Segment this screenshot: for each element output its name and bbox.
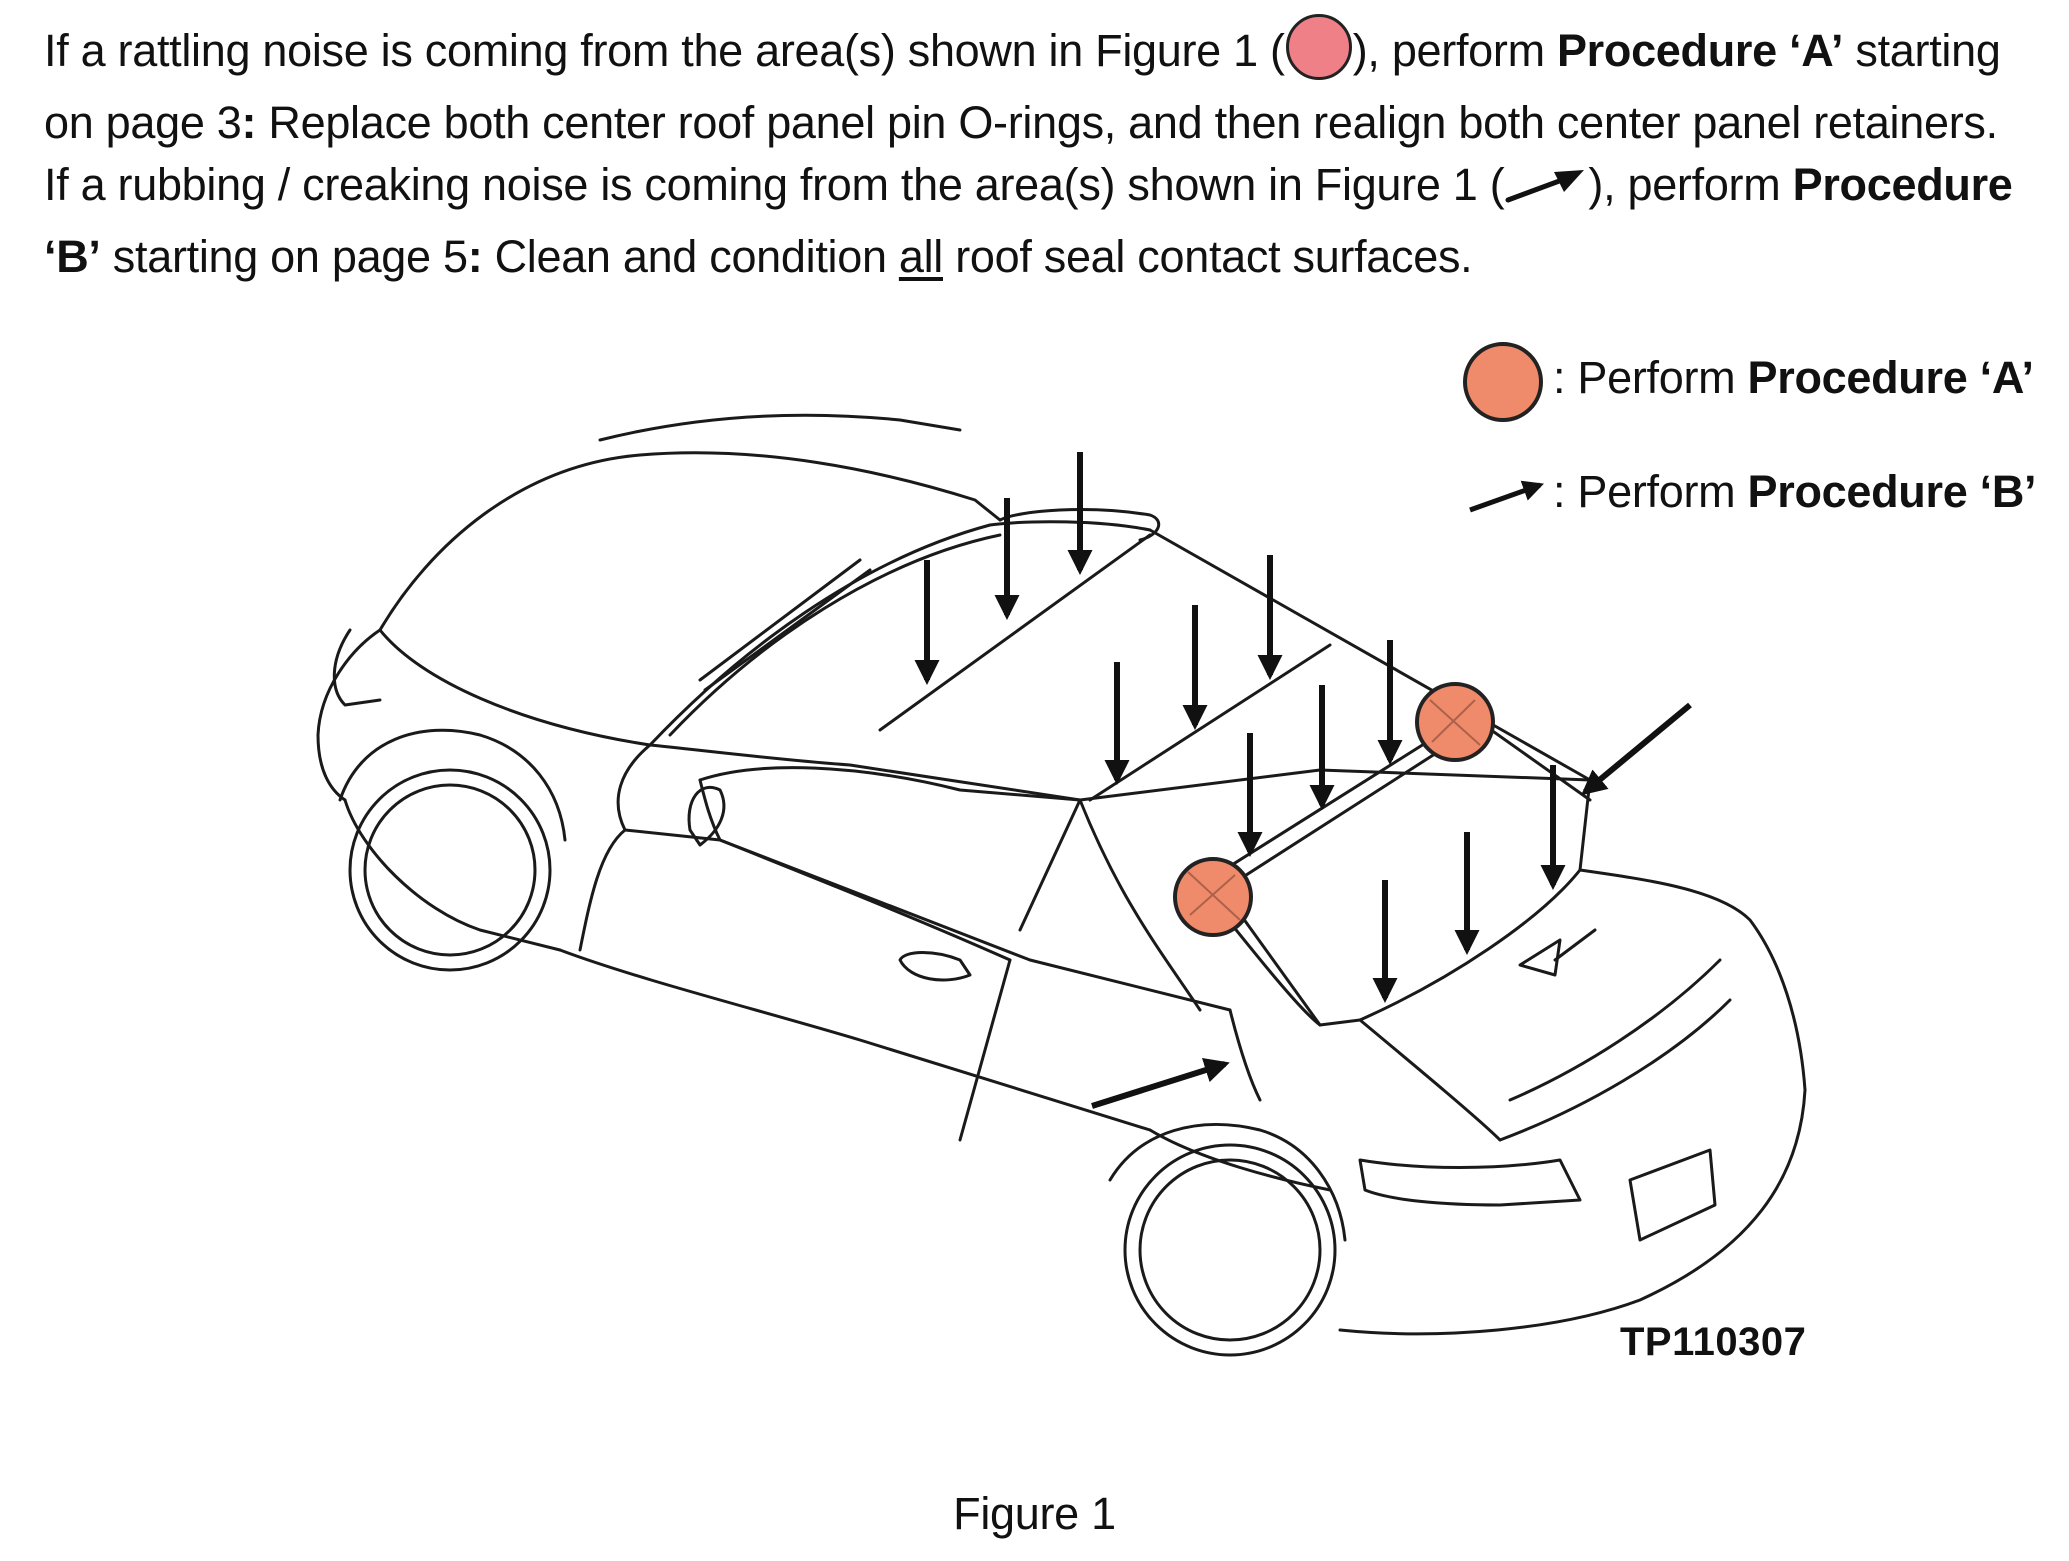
- figure-code: TP110307: [1620, 1320, 1807, 1364]
- legend-a-bold: Procedure ‘A’: [1747, 352, 2035, 403]
- legend-procedure-b: : Perform Procedure ‘B’: [1553, 466, 2037, 518]
- p2-underline-all: all: [898, 231, 943, 282]
- legend-b-bold: Procedure ‘B’: [1747, 466, 2037, 517]
- p2-text-h: roof seal contact surfaces.: [943, 231, 1473, 282]
- legend-a-prefix: : Perform: [1553, 352, 1748, 403]
- p1-text-a: If a rattling noise is coming from the a…: [44, 25, 1285, 76]
- p2-text-d: starting on page 5: [100, 231, 468, 282]
- arrow-b-14: [1091, 1058, 1230, 1109]
- p1-text-b: ), perform: [1352, 25, 1557, 76]
- legend-arrow-icon: [1469, 480, 1544, 513]
- procedure-b-arrows: [914, 452, 1692, 1109]
- p2-text-f: Clean and condition: [482, 231, 899, 282]
- p2-text-a: If a rubbing / creaking noise is coming …: [44, 159, 1505, 210]
- paragraph-procedure-b: If a rubbing / creaking noise is coming …: [44, 149, 2034, 293]
- p2-colon: :: [467, 231, 483, 282]
- arrow-icon: [1505, 170, 1585, 203]
- marker-a-right: [1415, 682, 1495, 762]
- p2-procedure-b: Procedure ‘B’: [44, 159, 2013, 282]
- intro-text: If a rattling noise is coming from the a…: [44, 14, 2034, 303]
- p1-text-f: Replace both center roof panel pin O-rin…: [256, 97, 1998, 148]
- p1-procedure-a: Procedure ‘A’: [1556, 25, 1844, 76]
- red-circle-icon: [1285, 14, 1352, 80]
- p1-colon: :: [241, 97, 257, 148]
- figure-caption: Figure 1: [953, 1488, 1116, 1539]
- p1-text-d: starting on page 3: [44, 25, 2001, 148]
- legend-b-prefix: : Perform: [1553, 466, 1748, 517]
- marker-a-left: [1173, 857, 1253, 937]
- p2-text-b: ), perform: [1588, 159, 1793, 210]
- paragraph-procedure-a: If a rattling noise is coming from the a…: [44, 14, 2034, 159]
- legend-circle-icon: [1463, 342, 1543, 422]
- procedure-a-markers: [1173, 682, 1495, 937]
- arrow-b-13: [1581, 702, 1692, 796]
- legend-procedure-a: : Perform Procedure ‘A’: [1553, 352, 2034, 404]
- car-body: [316, 413, 1807, 1357]
